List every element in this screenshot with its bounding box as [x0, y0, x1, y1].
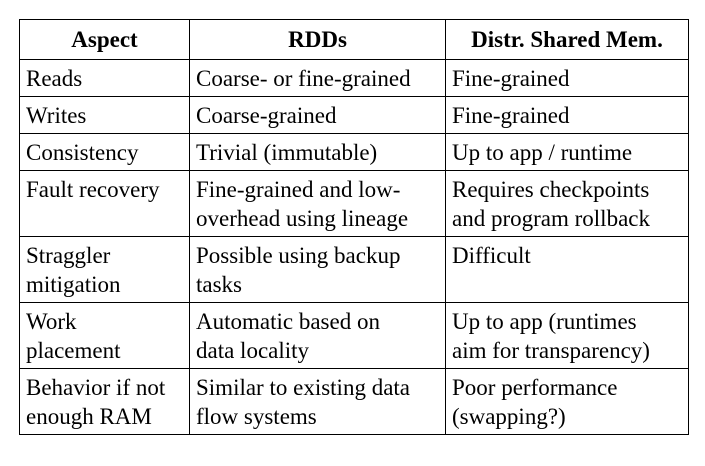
cell-line: Up to app (runtimes	[452, 309, 637, 334]
dsm-cell: Fine-grained	[445, 96, 689, 134]
dsm-cell: Requires checkpoints and program rollbac…	[445, 170, 689, 237]
cell-line: Writes	[26, 103, 87, 128]
table-row: Fault recovery Fine-grained and low- ove…	[19, 170, 689, 237]
cell-line: Fault recovery	[26, 177, 160, 202]
cell-line: Work	[26, 309, 77, 334]
aspect-cell: Writes	[19, 96, 190, 134]
cell-line: aim for transparency)	[452, 338, 650, 363]
dsm-cell: Fine-grained	[445, 59, 689, 97]
header-row: Aspect RDDs Distr. Shared Mem.	[19, 19, 689, 60]
cell-line: Similar to existing data	[196, 375, 410, 400]
dsm-cell: Poor performance (swapping?)	[445, 368, 689, 435]
dsm-cell: Up to app / runtime	[445, 133, 689, 171]
comparison-table: Aspect RDDs Distr. Shared Mem. Reads Coa…	[19, 19, 689, 435]
cell-line: enough RAM	[26, 404, 152, 429]
cell-line: tasks	[196, 272, 242, 297]
cell-line: Behavior if not	[26, 375, 166, 400]
dsm-cell: Up to app (runtimes aim for transparency…	[445, 302, 689, 369]
cell-line: flow systems	[196, 404, 317, 429]
dsm-cell: Difficult	[445, 236, 689, 303]
rdds-cell: Trivial (immutable)	[189, 133, 446, 171]
cell-line: data locality	[196, 338, 310, 363]
cell-line: Automatic based on	[196, 309, 380, 334]
cell-line: Straggler	[26, 243, 111, 268]
cell-line: overhead using lineage	[196, 206, 409, 231]
aspect-cell: Straggler mitigation	[19, 236, 190, 303]
table-row: Writes Coarse-grained Fine-grained	[19, 96, 689, 134]
cell-line: and program rollback	[452, 206, 650, 231]
cell-line: Difficult	[452, 243, 531, 268]
cell-line: mitigation	[26, 272, 121, 297]
header-aspect: Aspect	[19, 19, 190, 60]
aspect-cell: Work placement	[19, 302, 190, 369]
table-row: Behavior if not enough RAM Similar to ex…	[19, 368, 689, 435]
rdds-cell: Coarse-grained	[189, 96, 446, 134]
rdds-cell: Fine-grained and low- overhead using lin…	[189, 170, 446, 237]
rdds-cell: Automatic based on data locality	[189, 302, 446, 369]
cell-line: Requires checkpoints	[452, 177, 650, 202]
cell-line: Reads	[26, 66, 83, 91]
table-row: Reads Coarse- or fine-grained Fine-grain…	[19, 59, 689, 97]
header-dsm: Distr. Shared Mem.	[445, 19, 689, 60]
cell-line: Coarse- or fine-grained	[196, 66, 411, 91]
rdds-cell: Similar to existing data flow systems	[189, 368, 446, 435]
cell-line: (swapping?)	[452, 404, 566, 429]
cell-line: Poor performance	[452, 375, 618, 400]
table-row: Straggler mitigation Possible using back…	[19, 236, 689, 303]
cell-line: Fine-grained and low-	[196, 177, 401, 202]
cell-line: placement	[26, 338, 121, 363]
cell-line: Trivial (immutable)	[196, 140, 378, 165]
cell-line: Fine-grained	[452, 103, 570, 128]
table-row: Consistency Trivial (immutable) Up to ap…	[19, 133, 689, 171]
cell-line: Coarse-grained	[196, 103, 337, 128]
rdds-cell: Coarse- or fine-grained	[189, 59, 446, 97]
aspect-cell: Consistency	[19, 133, 190, 171]
table-row: Work placement Automatic based on data l…	[19, 302, 689, 369]
aspect-cell: Behavior if not enough RAM	[19, 368, 190, 435]
header-rdds: RDDs	[189, 19, 446, 60]
aspect-cell: Reads	[19, 59, 190, 97]
cell-line: Fine-grained	[452, 66, 570, 91]
rdds-cell: Possible using backup tasks	[189, 236, 446, 303]
cell-line: Consistency	[26, 140, 139, 165]
aspect-cell: Fault recovery	[19, 170, 190, 237]
cell-line: Up to app / runtime	[452, 140, 633, 165]
cell-line: Possible using backup	[196, 243, 401, 268]
